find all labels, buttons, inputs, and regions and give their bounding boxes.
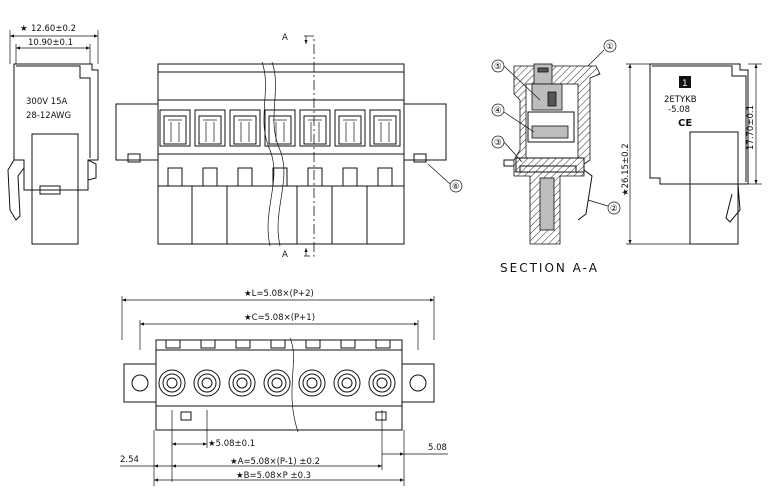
callout-6: ⑥ [452,182,460,192]
dim-length-l: ★L=5.08×(P+2) [244,289,314,299]
dim-body-width: 10.90±0.1 [28,38,73,48]
marking-pitch: -5.08 [668,105,690,115]
section-view: ① ② ③ ④ ⑤ SECTION A-A [491,39,621,275]
cut-mark-bottom: A [282,250,288,260]
wire-entries [158,369,396,397]
marking-cert: CE [678,118,692,129]
front-view: A A ⑥ [115,33,463,260]
cut-mark-top: A [282,33,288,43]
section-label: SECTION A-A [500,261,599,275]
dim-pitch: ★5.08±0.1 [208,439,255,449]
dim-offset-right: 5.08 [428,443,447,453]
terminal-windows [159,109,401,147]
callout-3: ③ [494,138,502,148]
dim-height-body: 17.70±0.1 [746,105,756,150]
top-view: ★L=5.08×(P+2) ★C=5.08×(P+1) [120,289,448,486]
svg-text:1: 1 [682,79,688,89]
dim-length-b: ★B=5.08×P ±0.3 [236,471,311,481]
rating-wire-range: 28-12AWG [26,111,71,121]
dim-height-total: ★26.15±0.2 [621,143,631,196]
callout-1: ① [606,42,614,52]
top-nubs [165,339,391,349]
lower-tabs [167,167,393,187]
side-view-left: ★ 12.60±0.2 10.90±0.1 300V 15A 28-12AWG [7,24,99,245]
side-view-right: 1 2ETYKB -5.08 CE ★26.15±0.2 17.70±0.1 [621,63,762,245]
callout-4: ④ [494,106,502,116]
dim-overall-width: 12.60±0.2 [31,24,76,34]
dim-length-c: ★C=5.08×(P+1) [244,313,315,323]
rating-voltage-current: 300V 15A [26,97,68,107]
dim-star-overall: ★ [20,24,28,34]
callout-2: ② [610,204,618,214]
marking-model: 2ETYKB [664,95,697,105]
callout-5: ⑤ [494,62,502,72]
dim-length-a: ★A=5.08×(P-1) ±0.2 [230,457,320,467]
dim-offset-left: 2.54 [120,455,139,465]
